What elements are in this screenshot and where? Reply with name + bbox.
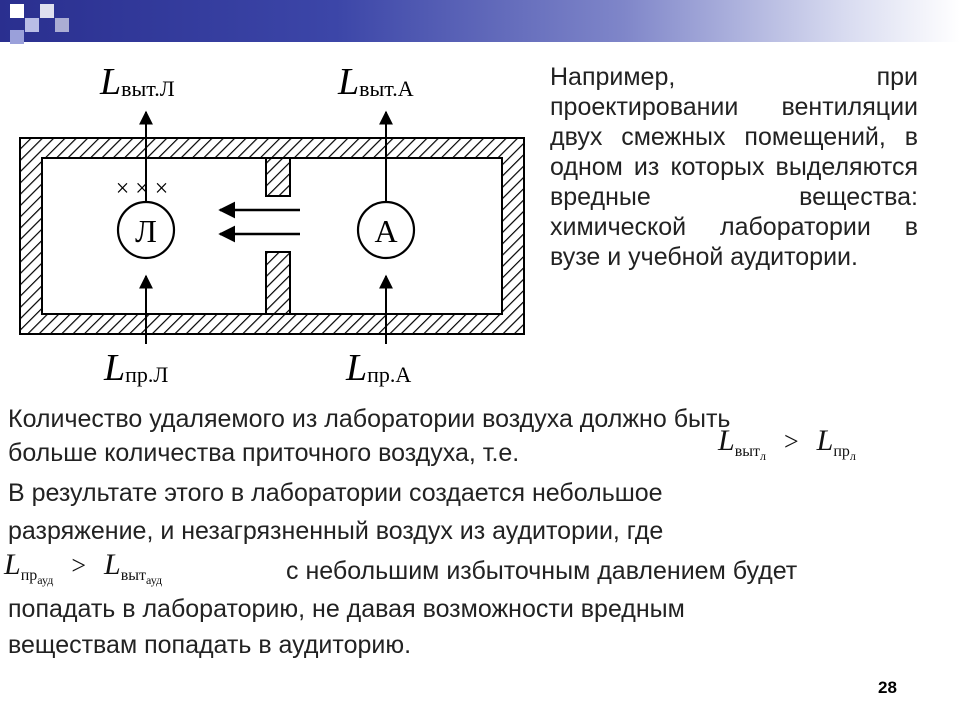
corner-decoration bbox=[0, 0, 80, 60]
paragraph-line-1: Количество удаляемого из лаборатории воз… bbox=[8, 405, 731, 433]
paragraph-line-6: попадать в лабораторию, не давая возможн… bbox=[8, 595, 685, 623]
paragraph-line-3: В результате этого в лаборатории создает… bbox=[8, 479, 663, 507]
paragraph-line-7: веществам попадать в аудиторию. bbox=[8, 631, 412, 659]
exhaust-lab-label: Lвыт.Л bbox=[99, 61, 175, 103]
room-lab-circle bbox=[116, 200, 176, 260]
walls bbox=[19, 137, 525, 335]
supply-lab-label: Lпр.Л bbox=[103, 347, 168, 389]
paragraph-line-5: с небольшим избыточным давлением будет bbox=[286, 557, 798, 585]
page-number: 28 bbox=[878, 678, 897, 697]
paragraph-line-2: больше количества приточного воздуха, т.… bbox=[8, 439, 520, 467]
title-bar bbox=[0, 0, 960, 42]
supply-aud-label: Lпр.А bbox=[345, 347, 411, 389]
room-aud-label: А bbox=[374, 213, 397, 249]
formula-supply-gt-exhaust: Lпрауд>Lвытауд bbox=[4, 548, 163, 587]
ventilation-diagram: Л А × × × Lвыт.Л Lвыт.А Lпр.Л Lпр.А bbox=[19, 61, 525, 389]
room-lab-label: Л bbox=[135, 213, 157, 249]
room-aud-circle bbox=[356, 200, 416, 260]
formula-exhaust-gt-supply: Lвытл>Lпрл bbox=[718, 424, 856, 463]
exhaust-aud-label: Lвыт.А bbox=[337, 61, 414, 103]
example-description: Например, при проектировании вентиляции … bbox=[550, 63, 918, 271]
contaminant-marks: × × × bbox=[116, 176, 169, 202]
paragraph-line-4: разряжение, и незагрязненный воздух из а… bbox=[8, 517, 664, 545]
